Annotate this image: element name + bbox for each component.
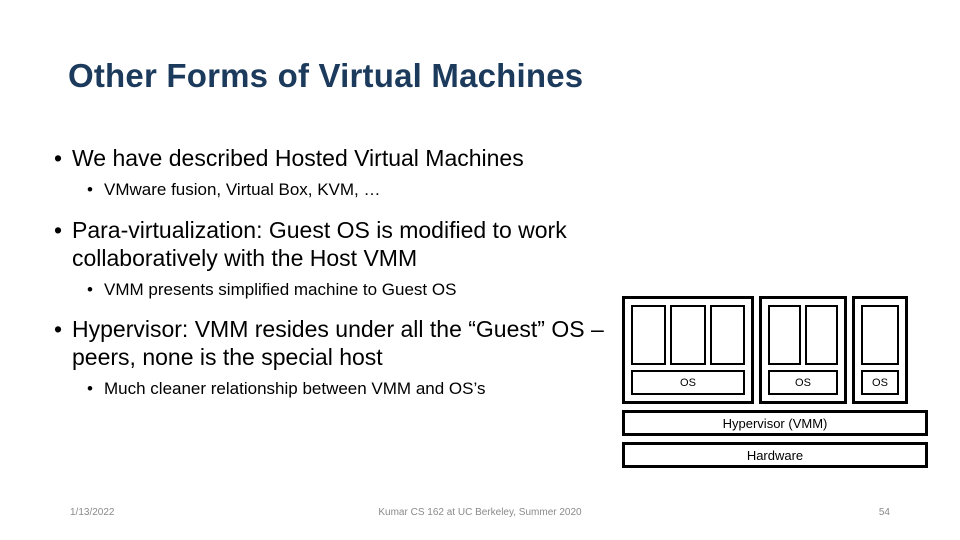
- bullet-text: VMware fusion, Virtual Box, KVM, …: [104, 180, 381, 200]
- footer-date: 1/13/2022: [70, 507, 115, 518]
- vm-row: OS OS OS: [622, 296, 928, 404]
- os-box: OS: [861, 370, 899, 395]
- app-row: [861, 305, 899, 366]
- hypervisor-bar: Hypervisor (VMM): [622, 410, 928, 436]
- bullet-marker-icon: •: [54, 145, 63, 171]
- hardware-bar: Hardware: [622, 442, 928, 468]
- app-box: [631, 305, 667, 366]
- footer-page-number: 54: [878, 507, 890, 518]
- bullet-text: Para-virtualization: Guest OS is modifie…: [72, 217, 567, 272]
- bullet-marker-icon: •: [87, 180, 93, 200]
- bullet-marker-icon: •: [54, 315, 63, 342]
- vm-box-2: OS: [759, 296, 847, 404]
- vm-box-1: OS: [622, 296, 754, 404]
- app-box: [861, 305, 899, 366]
- bullet-marker-icon: •: [87, 378, 93, 398]
- os-box: OS: [768, 370, 838, 395]
- bullet-level2: • VMM presents simplified machine to Gue…: [50, 279, 625, 300]
- hypervisor-architecture-diagram: OS OS OS Hypervisor (VMM) Hardware: [622, 296, 928, 468]
- bullet-text: Hypervisor: VMM resides under all the “G…: [72, 315, 604, 370]
- app-row: [768, 305, 838, 366]
- app-box: [805, 305, 838, 366]
- app-box: [709, 305, 745, 366]
- bullet-text: Much cleaner relationship between VMM an…: [104, 378, 486, 398]
- app-box: [768, 305, 801, 366]
- bullet-list: • We have described Hosted Virtual Machi…: [50, 144, 625, 407]
- page-title: Other Forms of Virtual Machines: [68, 57, 584, 94]
- app-row: [631, 305, 745, 366]
- footer-course-label: Kumar CS 162 at UC Berkeley, Summer 2020: [378, 507, 582, 518]
- os-box: OS: [631, 370, 745, 395]
- bullet-level1: • Hypervisor: VMM resides under all the …: [50, 315, 625, 371]
- bullet-text: VMM presents simplified machine to Guest…: [104, 280, 457, 300]
- bullet-level1: • Para-virtualization: Guest OS is modif…: [50, 216, 625, 272]
- bullet-text: We have described Hosted Virtual Machine…: [72, 145, 524, 171]
- app-box: [670, 305, 706, 366]
- bullet-marker-icon: •: [87, 280, 93, 300]
- bullet-level1: • We have described Hosted Virtual Machi…: [50, 144, 625, 172]
- bullet-level2: • VMware fusion, Virtual Box, KVM, …: [50, 179, 625, 200]
- bullet-marker-icon: •: [54, 217, 63, 244]
- vm-box-3: OS: [852, 296, 908, 404]
- bullet-level2: • Much cleaner relationship between VMM …: [50, 378, 625, 399]
